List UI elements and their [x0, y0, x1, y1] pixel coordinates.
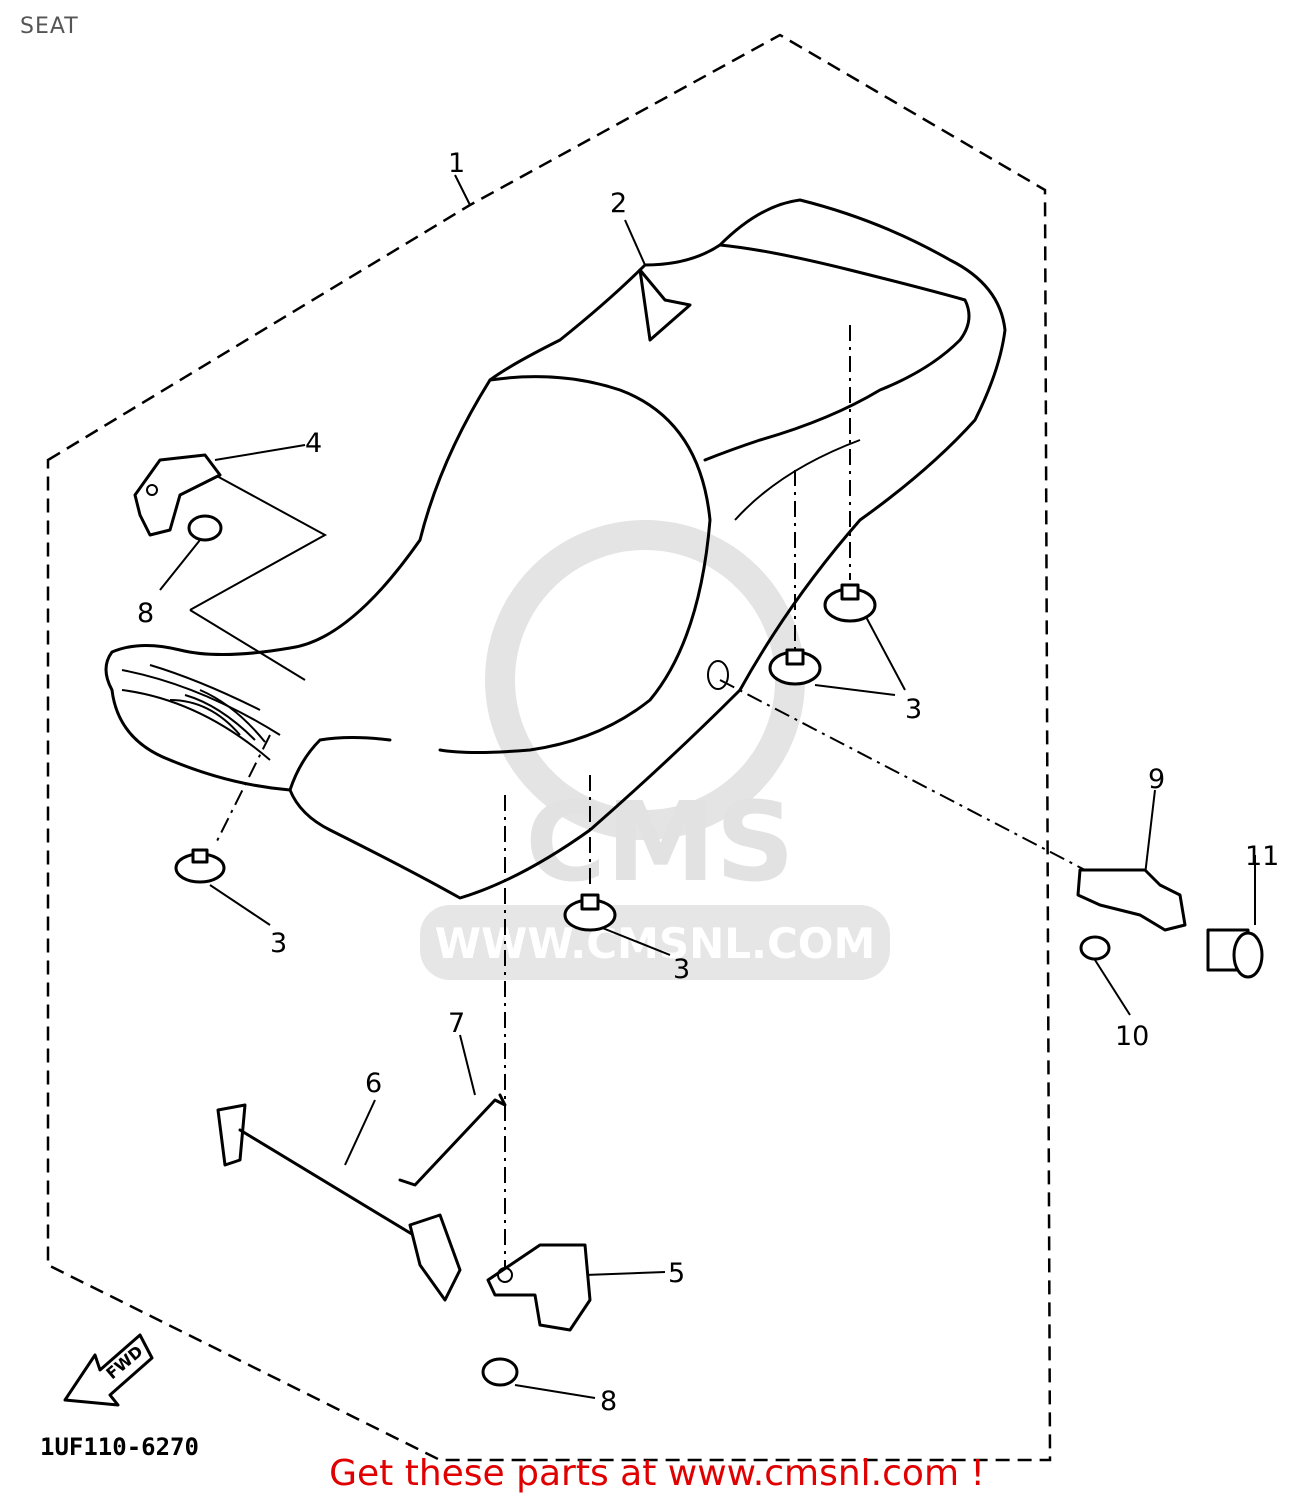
callout-2: 2	[610, 188, 627, 219]
fwd-arrow-icon: FWD	[63, 1333, 154, 1407]
page-title: SEAT	[20, 14, 79, 39]
hidden-outline	[189, 474, 328, 681]
watermark-url: WWW.CMSNL.COM	[435, 919, 876, 968]
grommet-part-10	[1079, 935, 1111, 961]
watermark-brand: CMS	[525, 778, 794, 906]
diagram-ref-code: 1UF110-6270	[40, 1433, 199, 1461]
rod-part-6	[216, 1103, 462, 1302]
callout-3-b: 3	[270, 928, 287, 959]
watermark-logo: CMS WWW.CMSNL.COM	[420, 520, 890, 980]
cap-part-11	[1206, 928, 1264, 979]
callout-1: 1	[448, 148, 465, 179]
bracket-part-5	[486, 1243, 592, 1332]
cmsnl-link[interactable]: Get these parts at www.cmsnl.com !	[329, 1453, 985, 1494]
callout-3-a: 3	[905, 694, 922, 725]
callout-3-c: 3	[673, 954, 690, 985]
callout-4: 4	[305, 428, 322, 459]
callout-8-top: 8	[137, 598, 154, 629]
spring-part-7	[398, 1093, 507, 1187]
callout-7: 7	[448, 1008, 465, 1039]
leader-lines	[159, 174, 1256, 1399]
bracket-part-4	[133, 453, 222, 537]
callout-8-bottom: 8	[600, 1386, 617, 1417]
grommet-part-8-bottom	[481, 1357, 519, 1387]
callout-11: 11	[1245, 841, 1279, 872]
callout-10: 10	[1115, 1021, 1149, 1052]
callout-6: 6	[365, 1068, 382, 1099]
callout-9: 9	[1148, 764, 1165, 795]
seat-assembly	[104, 198, 1007, 900]
callout-5: 5	[668, 1258, 685, 1289]
lock-part-9	[1076, 868, 1187, 932]
assembly-boundary	[46, 33, 1052, 1462]
grommet-part-8-top	[187, 514, 223, 542]
